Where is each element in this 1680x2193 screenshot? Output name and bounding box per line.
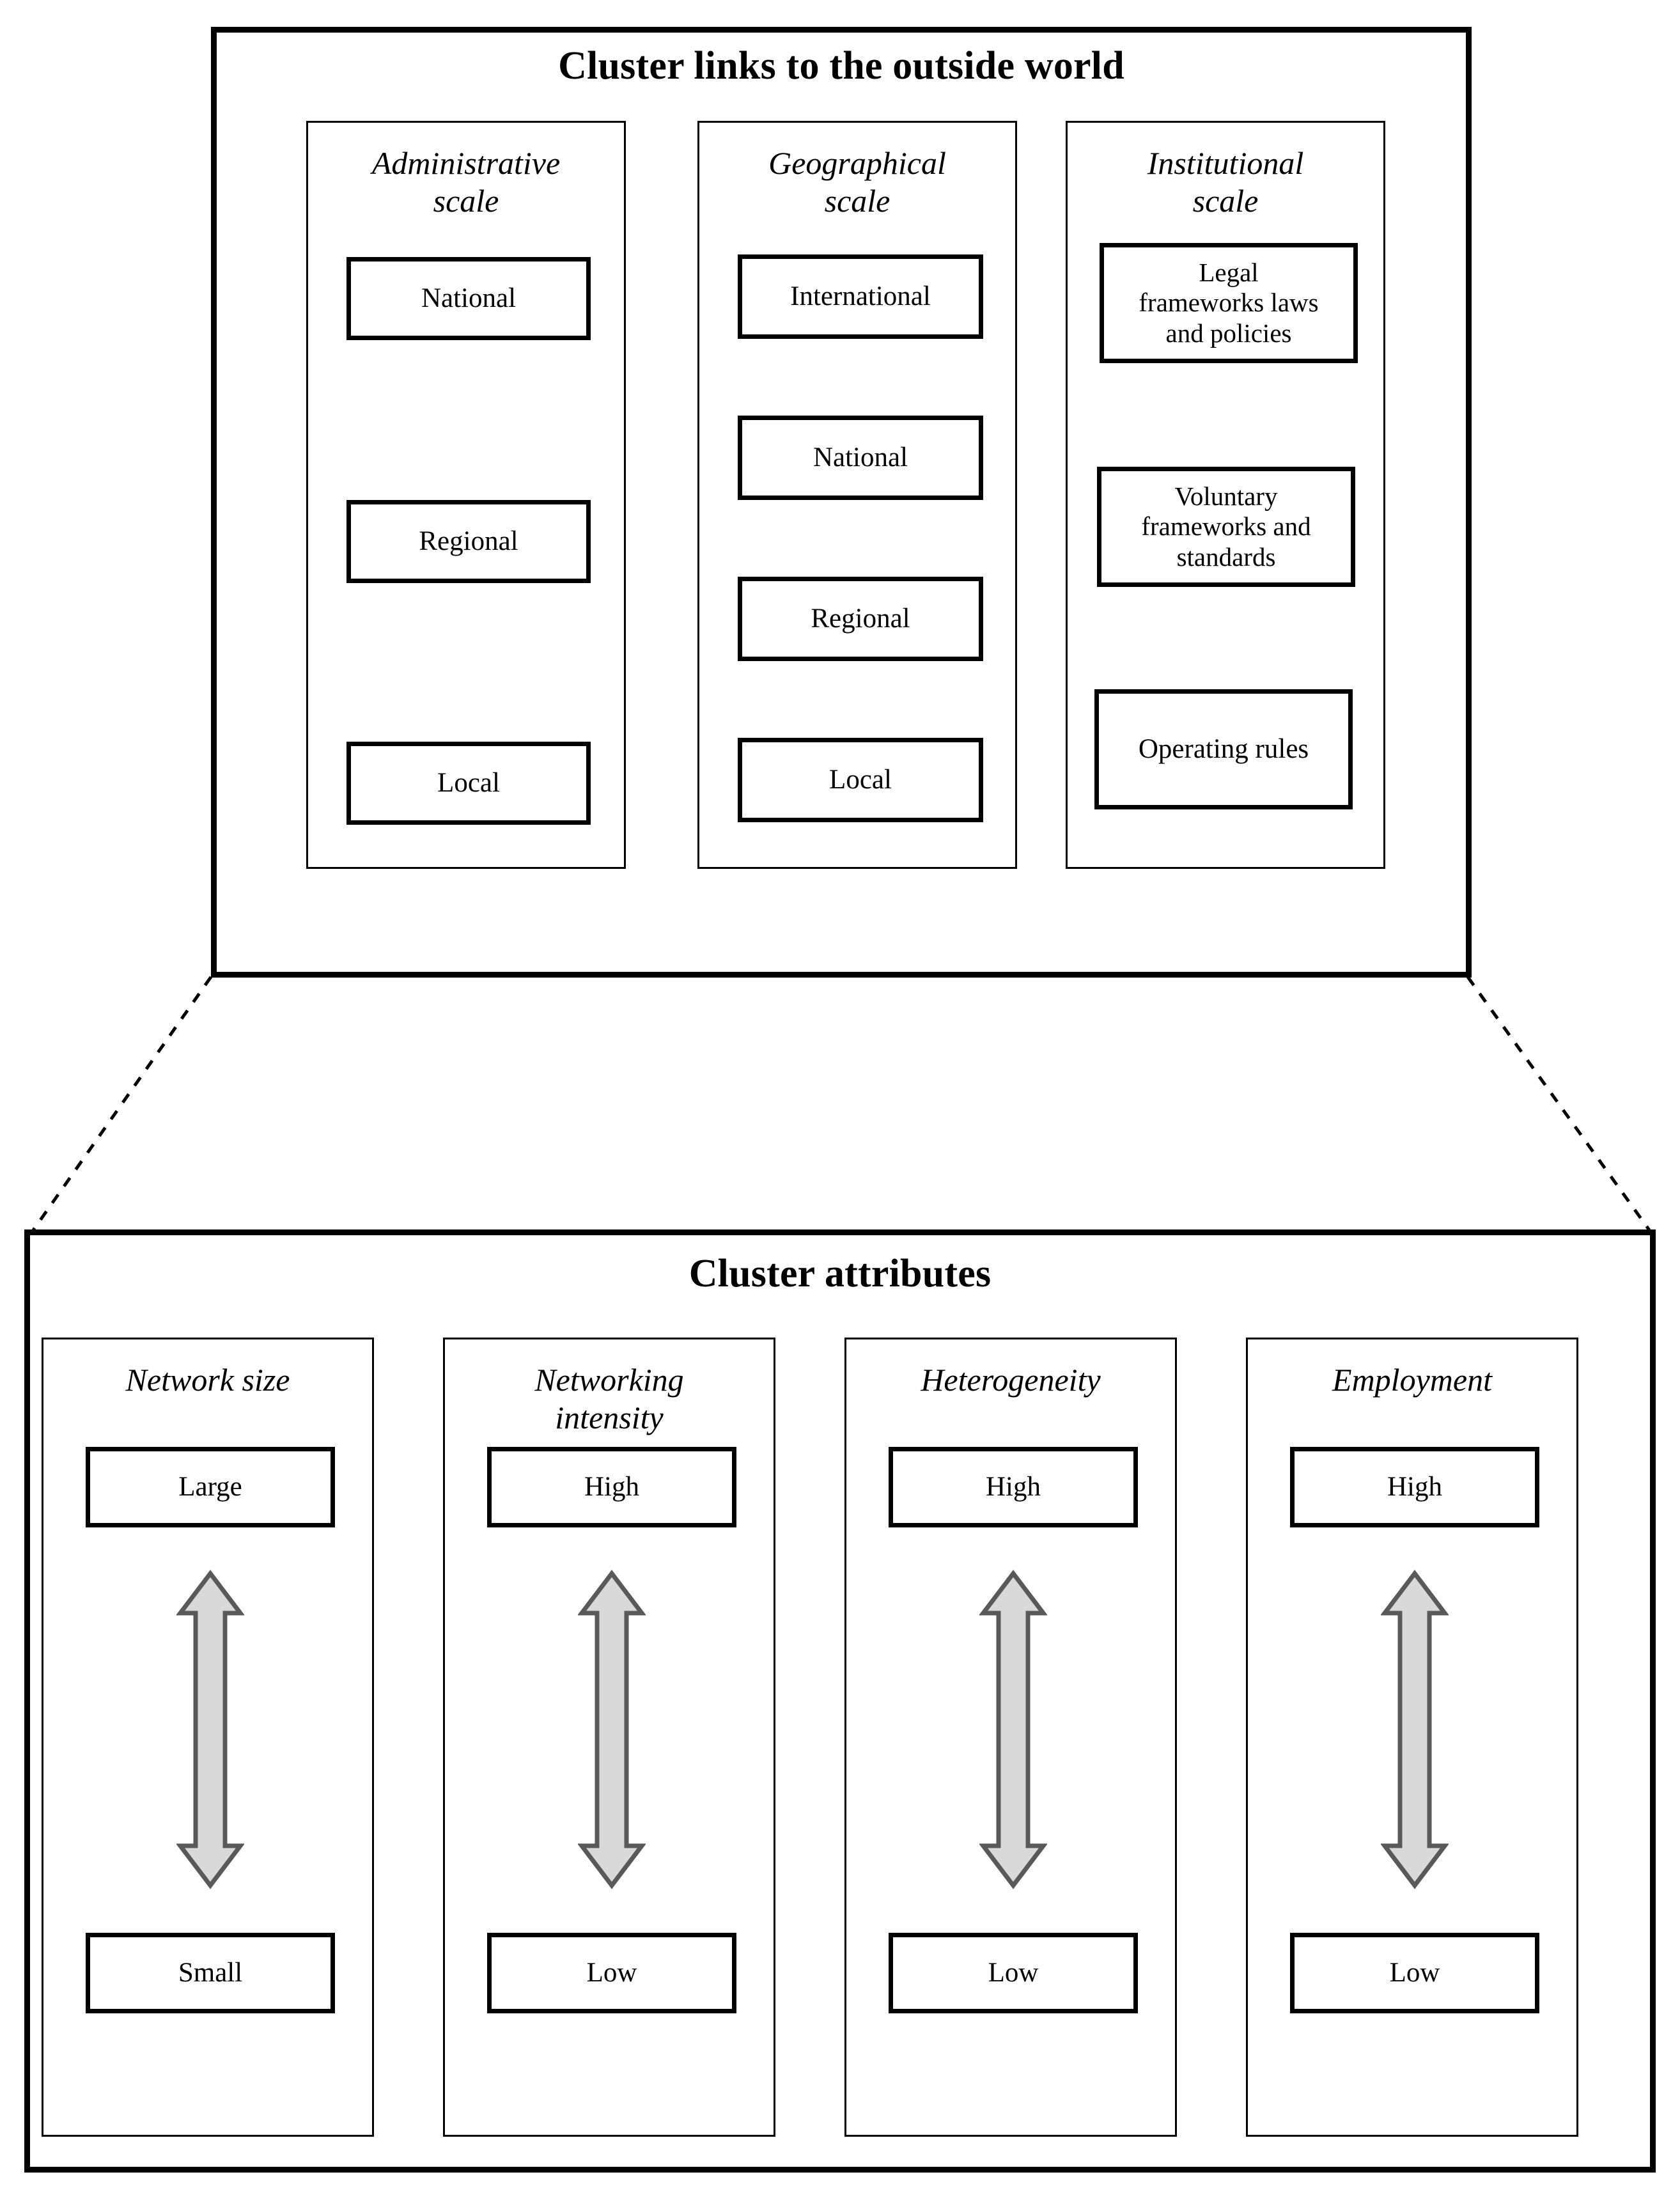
- column-title-geographical: Geographical scale: [699, 144, 1015, 220]
- voluntary-line-1: Voluntary: [1174, 481, 1278, 511]
- item-employment-low: Low: [1290, 1933, 1539, 2013]
- column-heterogeneity: Heterogeneity High Low: [844, 1338, 1177, 2137]
- item-network-size-high: Large: [86, 1447, 335, 1527]
- item-employment-high: High: [1290, 1447, 1539, 1527]
- cluster-attributes-title: Cluster attributes: [688, 1252, 992, 1295]
- column-title-line-1: Geographical: [768, 145, 946, 181]
- column-title-employment: Employment: [1248, 1361, 1576, 1399]
- item-geographical-local: Local: [738, 738, 983, 822]
- column-title-line-2: scale: [824, 183, 891, 219]
- column-institutional-scale: Institutional scale Legal frameworks law…: [1066, 121, 1385, 869]
- legal-line-1: Legal: [1199, 257, 1259, 287]
- item-networking-intensity-low: Low: [487, 1933, 736, 2013]
- cluster-links-title: Cluster links to the outside world: [558, 44, 1124, 88]
- double-headed-arrow-icon: [1381, 1570, 1449, 1889]
- column-title-line-2: scale: [1192, 183, 1259, 219]
- column-employment: Employment High Low: [1246, 1338, 1578, 2137]
- column-title-line-2: scale: [433, 183, 499, 219]
- cluster-links-panel: Cluster links to the outside world Admin…: [211, 27, 1472, 978]
- column-title-line-1: Institutional: [1147, 145, 1304, 181]
- legal-line-2: frameworks laws: [1139, 288, 1319, 318]
- double-headed-arrow-icon: [979, 1570, 1047, 1889]
- column-title-line-2: intensity: [555, 1400, 664, 1435]
- column-network-size: Network size Large Small: [42, 1338, 374, 2137]
- item-geographical-regional: Regional: [738, 577, 983, 661]
- item-administrative-local: Local: [346, 742, 591, 825]
- panel-connectors: [31, 976, 1651, 1231]
- double-headed-arrow-icon: [176, 1570, 244, 1889]
- item-network-size-low: Small: [86, 1933, 335, 2013]
- column-title-administrative: Administrative scale: [308, 144, 624, 220]
- column-title-heterogeneity: Heterogeneity: [846, 1361, 1175, 1399]
- column-title-line-1: Employment: [1332, 1362, 1492, 1398]
- column-title-line-1: Networking: [534, 1362, 684, 1398]
- column-geographical-scale: Geographical scale International Nationa…: [697, 121, 1017, 869]
- column-title-line-1: Heterogeneity: [921, 1362, 1101, 1398]
- column-administrative-scale: Administrative scale National Regional L…: [306, 121, 626, 869]
- voluntary-line-2: frameworks and: [1141, 511, 1311, 542]
- column-title-line-1: Administrative: [371, 145, 561, 181]
- item-geographical-national: National: [738, 416, 983, 500]
- legal-line-3: and policies: [1165, 318, 1292, 348]
- column-title-line-1: Network size: [125, 1362, 290, 1398]
- connector-right-dashed: [1466, 976, 1651, 1231]
- column-networking-intensity: Networking intensity High Low: [443, 1338, 775, 2137]
- item-heterogeneity-low: Low: [889, 1933, 1138, 2013]
- voluntary-line-3: standards: [1176, 542, 1276, 572]
- column-title-network-size: Network size: [43, 1361, 372, 1399]
- item-administrative-national: National: [346, 257, 591, 340]
- connector-left-dashed: [31, 976, 213, 1231]
- cluster-attributes-panel: Cluster attributes Network size Large Sm…: [24, 1229, 1656, 2173]
- column-title-institutional: Institutional scale: [1068, 144, 1383, 220]
- item-geographical-international: International: [738, 254, 983, 339]
- item-heterogeneity-high: High: [889, 1447, 1138, 1527]
- double-headed-arrow-icon: [578, 1570, 646, 1889]
- item-institutional-operating-rules: Operating rules: [1094, 689, 1353, 809]
- column-title-networking-intensity: Networking intensity: [445, 1361, 774, 1437]
- item-networking-intensity-high: High: [487, 1447, 736, 1527]
- item-administrative-regional: Regional: [346, 500, 591, 583]
- item-institutional-voluntary-frameworks: Voluntary frameworks and standards: [1097, 467, 1355, 587]
- item-institutional-legal-frameworks: Legal frameworks laws and policies: [1100, 243, 1358, 363]
